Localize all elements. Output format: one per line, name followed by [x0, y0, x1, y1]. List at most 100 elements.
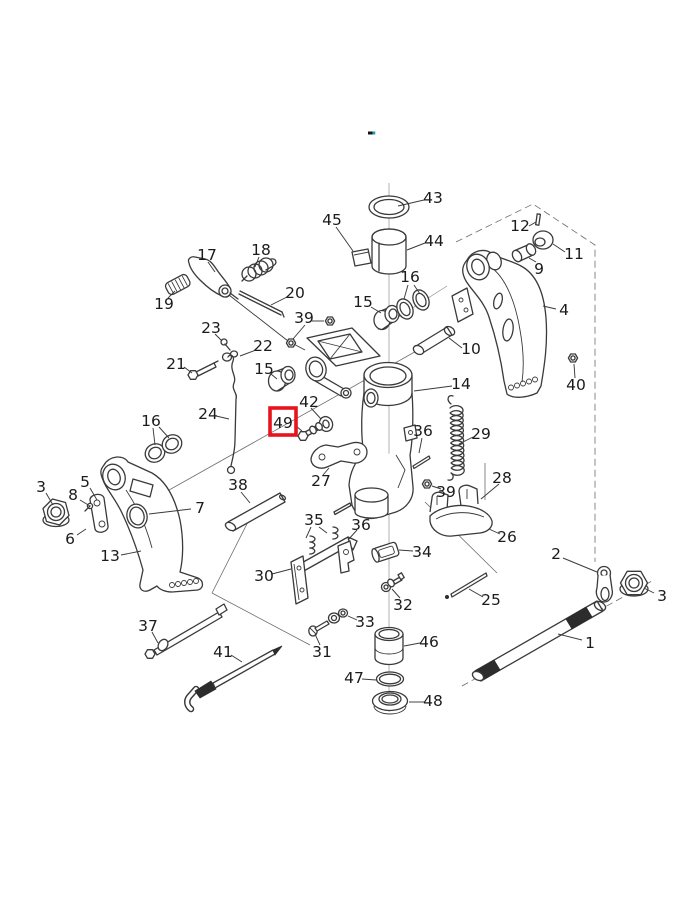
part-45-clip [351, 248, 372, 267]
leader-line-19 [167, 290, 176, 299]
leader-line-1 [557, 633, 583, 641]
leader-line-36a [418, 437, 423, 454]
part-callout-40: 40 [566, 376, 586, 394]
leader-line-7 [148, 508, 192, 515]
leader-line-3b [643, 587, 655, 594]
part-callout-21: 21 [166, 355, 186, 373]
part-26-28-clamp-saddle [429, 484, 493, 537]
part-17-lever-arm [187, 256, 239, 300]
leader-line-10 [448, 337, 463, 349]
part-34-block [371, 541, 400, 563]
part-callout-4: 4 [559, 301, 569, 319]
leader-line-28 [480, 483, 500, 500]
part-callout-42: 42 [299, 393, 319, 411]
part-7-grommet-ring [126, 503, 148, 529]
part-22-pivot-bushing [221, 350, 239, 362]
part-47-o-ring [375, 671, 405, 687]
part-32-screw-washers [380, 572, 405, 593]
part-4-stern-bracket-right [451, 249, 548, 398]
part-callout-22: 22 [253, 337, 273, 355]
leader-line-21 [183, 366, 193, 374]
part-callout-11: 11 [564, 245, 584, 263]
part-callout-12: 12 [510, 217, 530, 235]
part-1-tilt-tube [471, 600, 607, 682]
part-callout-41: 41 [213, 643, 233, 661]
leader-line-27 [322, 467, 330, 476]
leader-line-4 [542, 305, 557, 310]
leader-line-39a [292, 324, 306, 340]
part-callout-8: 8 [68, 486, 78, 504]
leader-line-45 [335, 226, 354, 252]
part-29-spring [447, 394, 465, 481]
part-21-bolt [187, 360, 219, 380]
leader-line-16b [158, 426, 170, 439]
part-callout-33: 33 [355, 613, 375, 631]
leader-line-8 [79, 499, 91, 507]
part-3-left-nut [42, 498, 70, 528]
leader-line-16b [152, 427, 156, 446]
part-callout-27: 27 [311, 472, 331, 490]
part-callout-28: 28 [492, 469, 512, 487]
part-callout-1: 1 [585, 634, 595, 652]
leader-line-46 [403, 642, 421, 647]
leader-line-44 [406, 242, 426, 251]
leader-line-47 [361, 678, 377, 681]
leader-line-12 [528, 221, 537, 227]
part-callout-7: 7 [195, 499, 205, 517]
part-11-cap [532, 230, 554, 250]
part-callout-13: 13 [100, 547, 120, 565]
leader-line-9 [528, 257, 537, 263]
leader-line-25 [468, 588, 484, 598]
tiny-dash-artifact [368, 131, 376, 135]
leader-line-41 [230, 654, 243, 663]
part-callout-2: 2 [551, 545, 561, 563]
part-19-knurled-grip [164, 273, 191, 296]
leader-line-37 [151, 631, 159, 644]
leader-line-20 [270, 296, 288, 306]
part-27-stay-bracket [310, 441, 368, 469]
leader-line-16a [403, 284, 409, 300]
leader-line-26 [488, 528, 501, 535]
part-callout-36b: 36 [351, 516, 371, 534]
part-36-pin-lower [333, 502, 352, 516]
part-14-swivel-bracket [305, 327, 418, 520]
leader-line-2 [562, 557, 598, 573]
part-16-washers-upper [396, 289, 430, 320]
part-31-screw [308, 620, 330, 637]
part-callout-25: 25 [481, 591, 501, 609]
part-callout-31: 31 [312, 643, 332, 661]
part-49-bolt [297, 422, 323, 441]
leader-line-40 [573, 363, 576, 379]
part-callout-5: 5 [80, 473, 90, 491]
part-callout-39b: 39 [436, 483, 456, 501]
part-40-nut [567, 353, 579, 363]
leader-line-35 [318, 526, 328, 534]
leader-line-32 [391, 588, 401, 599]
part-12-pin [535, 213, 542, 226]
leader-line-24 [215, 415, 230, 420]
part-callout-49: 49 [273, 414, 293, 432]
part-callout-38: 38 [228, 476, 248, 494]
part-callout-20: 20 [285, 284, 305, 302]
part-2-tab-washer [595, 565, 613, 603]
part-callout-16a: 16 [400, 268, 420, 286]
part-15-bushing-upper [373, 304, 400, 331]
part-46-bushing-cylinder [374, 626, 404, 666]
part-25-rod [444, 572, 488, 600]
part-callout-26: 26 [497, 528, 517, 546]
leader-line-15b [270, 373, 278, 380]
part-callout-46: 46 [419, 633, 439, 651]
part-callout-39a: 39 [294, 309, 314, 327]
part-3-right-nut [619, 570, 649, 597]
part-callout-24: 24 [198, 405, 218, 423]
leader-line-15a [370, 306, 382, 314]
part-callout-14: 14 [451, 375, 471, 393]
leader-line-43 [397, 199, 425, 207]
part-callout-18: 18 [251, 241, 271, 259]
leader-line-17 [207, 261, 216, 273]
part-callout-44: 44 [424, 232, 444, 250]
part-18-spring [241, 257, 277, 282]
